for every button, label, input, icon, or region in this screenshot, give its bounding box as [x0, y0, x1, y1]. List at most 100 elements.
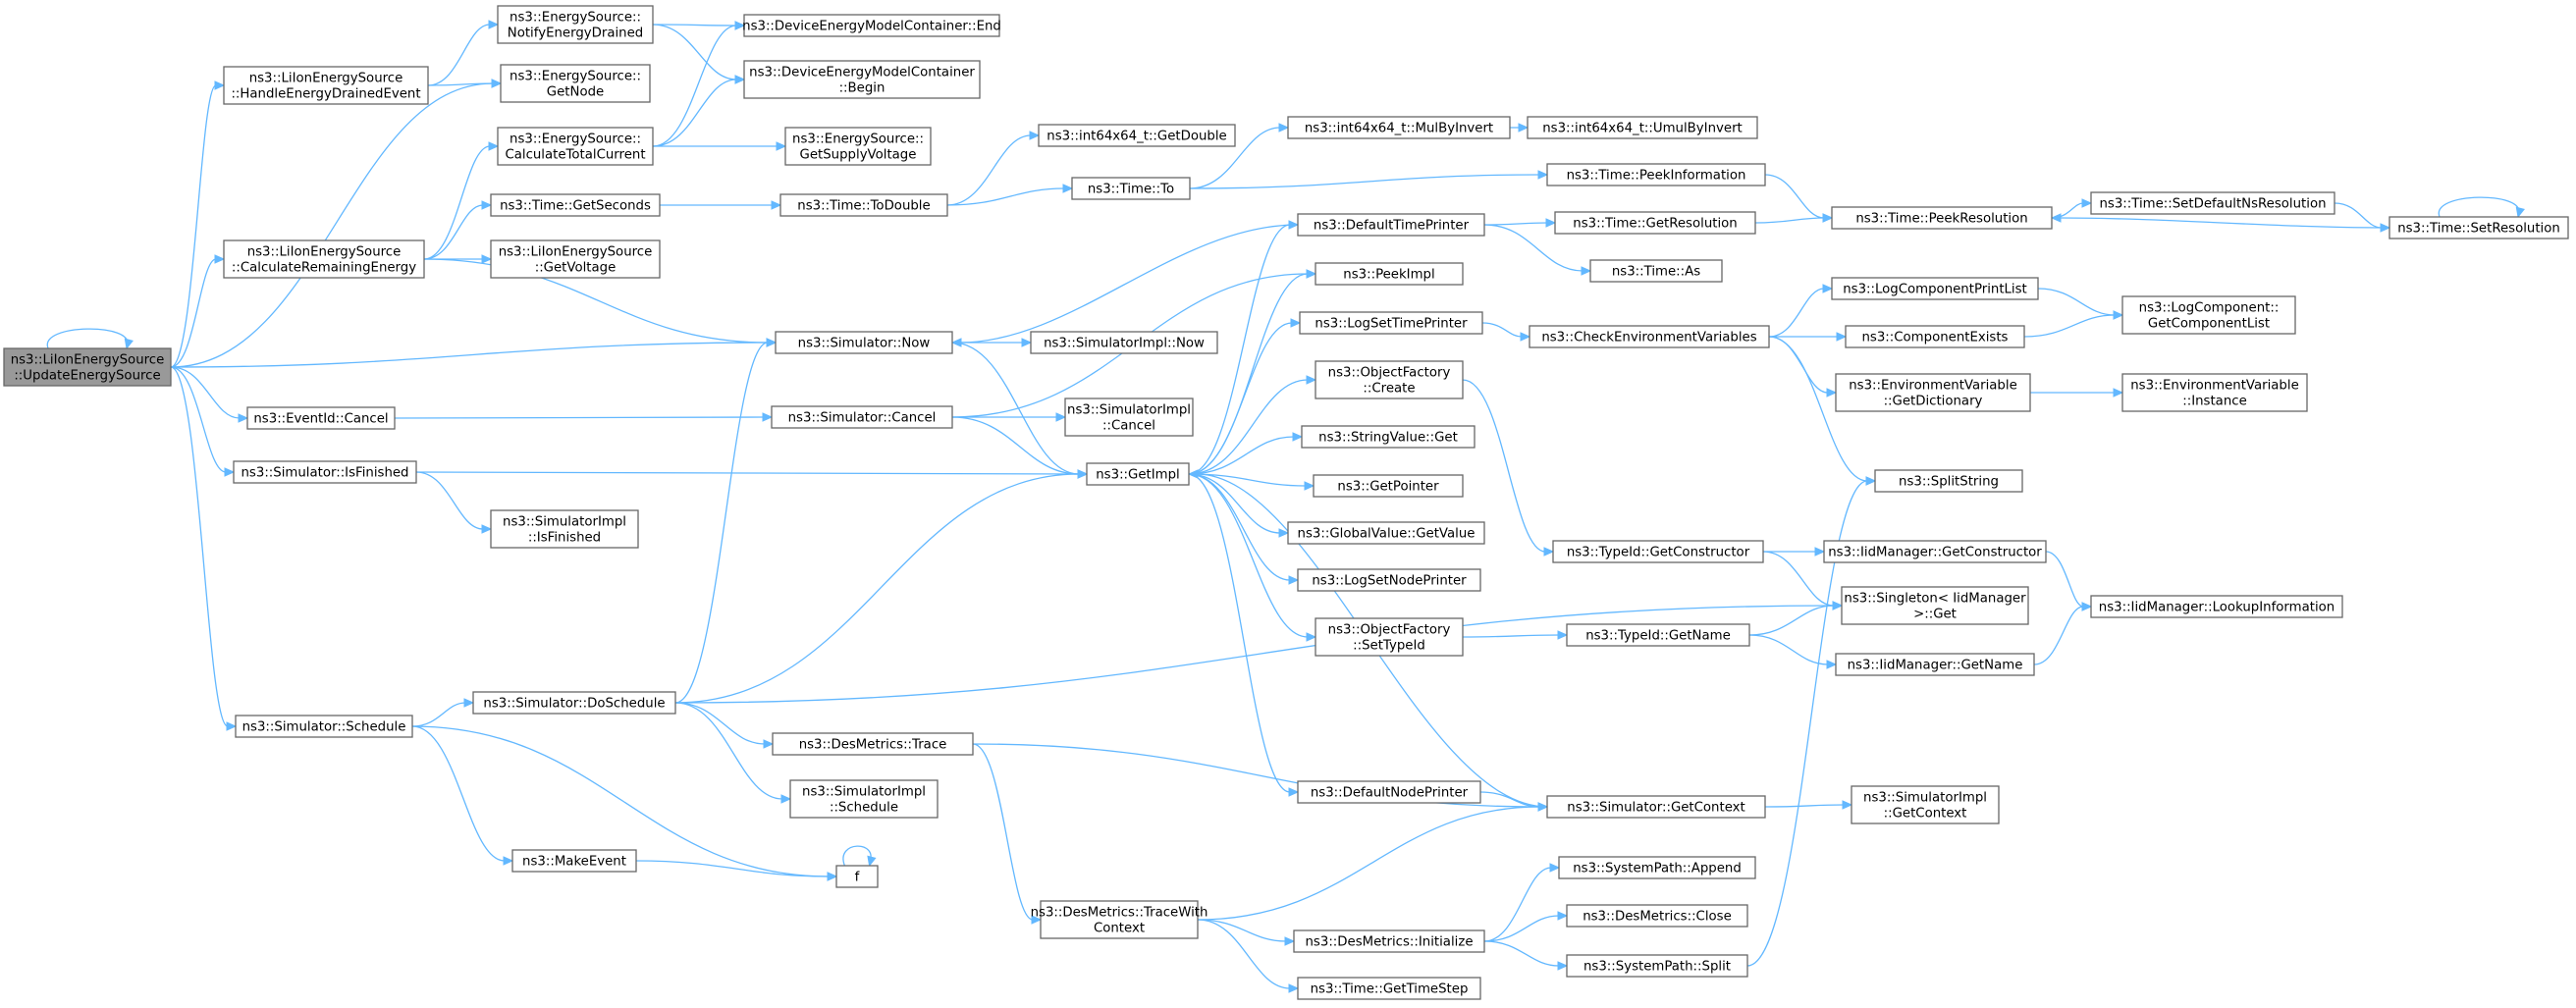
node-iid-lookup-information[interactable]: ns3::IidManager::LookupInformation — [2090, 595, 2343, 618]
node-label: ns3::Simulator::DoSchedule — [483, 697, 665, 712]
node-sim-impl-cancel[interactable]: ns3::SimulatorImpl::Cancel — [1064, 398, 1194, 437]
node-label: ns3::DefaultTimePrinter — [1314, 219, 1470, 234]
node-time-get-time-step[interactable]: ns3::Time::GetTimeStep — [1297, 977, 1481, 1000]
node-split-string[interactable]: ns3::SplitString — [1874, 469, 2023, 493]
node-system-path-split[interactable]: ns3::SystemPath::Split — [1566, 954, 1748, 978]
node-update-energy-source[interactable]: ns3::LiIonEnergySource::UpdateEnergySour… — [3, 347, 172, 387]
node-get-supply-voltage[interactable]: ns3::EnergySource::GetSupplyVoltage — [784, 127, 932, 166]
edge-check-environment-variables-to-log-component-print-list-arrowhead — [1822, 284, 1834, 293]
node-sim-impl-schedule[interactable]: ns3::SimulatorImpl::Schedule — [789, 779, 939, 819]
node-event-id-cancel[interactable]: ns3::EventId::Cancel — [246, 406, 396, 430]
node-time-peek-information[interactable]: ns3::Time::PeekInformation — [1546, 163, 1766, 186]
node-time-to-double[interactable]: ns3::Time::ToDouble — [779, 193, 948, 217]
node-env-get-dictionary[interactable]: ns3::EnvironmentVariable::GetDictionary — [1835, 373, 2031, 412]
edge-get-impl-to-global-value-get-value-arrowhead — [1278, 528, 1290, 538]
node-object-factory-create[interactable]: ns3::ObjectFactory::Create — [1315, 360, 1464, 399]
edge-set-resolution-to-time-peek-resolution — [2050, 213, 2390, 229]
edge-f-to-f-line — [842, 845, 872, 867]
node-system-path-append[interactable]: ns3::SystemPath::Append — [1558, 856, 1756, 879]
node-des-metrics-close[interactable]: ns3::DesMetrics::Close — [1566, 904, 1748, 928]
node-type-id-get-constructor[interactable]: ns3::TypeId::GetConstructor — [1552, 540, 1764, 563]
node-label: ns3::Singleton< IidManager — [1844, 592, 2026, 607]
node-label: ns3::Simulator::Cancel — [788, 411, 937, 426]
node-label: ns3::Time::PeekInformation — [1567, 169, 1746, 184]
node-env-instance[interactable]: ns3::EnvironmentVariable::Instance — [2121, 373, 2308, 412]
node-log-set-node-printer[interactable]: ns3::LogSetNodePrinter — [1297, 568, 1481, 592]
node-make-event[interactable]: ns3::MakeEvent — [511, 849, 637, 873]
node-label: ::Schedule — [830, 801, 898, 816]
edge-default-time-printer-to-time-as-line — [1483, 224, 1583, 272]
node-des-metrics-trace[interactable]: ns3::DesMetrics::Trace — [772, 732, 974, 756]
node-time-get-resolution[interactable]: ns3::Time::GetResolution — [1554, 211, 1756, 235]
edge-component-exists-to-log-component-get-list — [2023, 310, 2124, 338]
node-label: ns3::IidManager::LookupInformation — [2099, 601, 2334, 615]
node-mul-by-invert[interactable]: ns3::int64x64_t::MulByInvert — [1287, 116, 1511, 139]
node-container-begin[interactable]: ns3::DeviceEnergyModelContainer::Begin — [743, 60, 981, 99]
node-notify-energy-drained[interactable]: ns3::EnergySource::NotifyEnergyDrained — [497, 5, 654, 44]
node-sim-cancel[interactable]: ns3::Simulator::Cancel — [771, 405, 953, 429]
node-peek-impl[interactable]: ns3::PeekImpl — [1315, 262, 1464, 286]
node-box — [775, 331, 953, 354]
node-log-set-time-printer[interactable]: ns3::LogSetTimePrinter — [1299, 311, 1483, 335]
node-umul-by-invert[interactable]: ns3::int64x64_t::UmulByInvert — [1527, 116, 1758, 139]
node-label: ns3::LiIonEnergySource — [499, 245, 653, 260]
node-label: ns3::Time::PeekResolution — [1855, 212, 2027, 227]
node-sim-impl-now[interactable]: ns3::SimulatorImpl::Now — [1030, 331, 1218, 354]
node-label: ns3::EventId::Cancel — [253, 412, 388, 427]
node-global-value-get-value[interactable]: ns3::GlobalValue::GetValue — [1287, 521, 1485, 545]
node-des-metrics-initialize[interactable]: ns3::DesMetrics::Initialize — [1293, 929, 1485, 953]
node-calculate-total-current[interactable]: ns3::EnergySource::CalculateTotalCurrent — [497, 127, 654, 166]
node-iid-get-name[interactable]: ns3::IidManager::GetName — [1835, 653, 2035, 676]
edge-des-metrics-trace-with-context-to-time-get-time-step-arrowhead — [1288, 983, 1300, 993]
node-label: ns3::LogSetTimePrinter — [1315, 317, 1468, 332]
edge-type-id-get-name-to-iid-get-name-arrowhead — [1826, 660, 1838, 669]
node-sim-now[interactable]: ns3::Simulator::Now — [775, 331, 953, 354]
node-set-resolution[interactable]: ns3::Time::SetResolution — [2388, 216, 2569, 239]
node-box — [1831, 277, 2039, 300]
node-container-end[interactable]: ns3::DeviceEnergyModelContainer::End — [742, 14, 1001, 37]
node-component-exists[interactable]: ns3::ComponentExists — [1845, 325, 2025, 348]
node-sim-impl-is-finished[interactable]: ns3::SimulatorImpl::IsFinished — [490, 509, 639, 549]
node-li-ion-get-voltage[interactable]: ns3::LiIonEnergySource::GetVoltage — [490, 239, 661, 279]
edge-check-environment-variables-to-log-component-print-list — [1768, 284, 1834, 338]
node-time-as[interactable]: ns3::Time::As — [1589, 259, 1723, 283]
node-log-component-print-list[interactable]: ns3::LogComponentPrintList — [1831, 277, 2039, 300]
node-box — [2090, 595, 2343, 618]
node-int64-get-double[interactable]: ns3::int64x64_t::GetDouble — [1038, 124, 1236, 147]
node-time-peek-resolution[interactable]: ns3::Time::PeekResolution — [1831, 206, 2053, 230]
node-type-id-get-name[interactable]: ns3::TypeId::GetName — [1566, 623, 1750, 647]
node-default-node-printer[interactable]: ns3::DefaultNodePrinter — [1297, 780, 1481, 804]
node-label: ns3::ObjectFactory — [1328, 366, 1451, 381]
edge-des-metrics-initialize-to-des-metrics-close — [1483, 911, 1569, 942]
node-time-get-seconds[interactable]: ns3::Time::GetSeconds — [490, 193, 661, 217]
edge-log-set-time-printer-to-check-environment-variables-arrowhead — [1520, 332, 1531, 342]
node-string-value-get[interactable]: ns3::StringValue::Get — [1301, 425, 1476, 449]
node-object-factory-set-type-id[interactable]: ns3::ObjectFactory::SetTypeId — [1315, 617, 1464, 657]
node-get-pointer[interactable]: ns3::GetPointer — [1313, 474, 1464, 498]
edge-update-energy-source-to-sim-is-finished — [170, 366, 236, 477]
node-sim-schedule[interactable]: ns3::Simulator::Schedule — [235, 715, 413, 738]
node-default-time-printer[interactable]: ns3::DefaultTimePrinter — [1297, 213, 1485, 237]
node-set-default-ns-resolution[interactable]: ns3::Time::SetDefaultNsResolution — [2090, 191, 2335, 215]
edge-time-peek-information-to-time-peek-resolution — [1764, 174, 1834, 223]
node-log-component-get-list[interactable]: ns3::LogComponent::GetComponentList — [2121, 295, 2296, 335]
node-box — [497, 127, 654, 166]
node-iid-get-constructor[interactable]: ns3::IidManager::GetConstructor — [1823, 540, 2047, 563]
node-f[interactable]: f — [835, 865, 879, 888]
node-handle-energy-drained-event[interactable]: ns3::LiIonEnergySource::HandleEnergyDrai… — [223, 66, 429, 105]
node-get-node[interactable]: ns3::EnergySource::GetNode — [500, 64, 651, 103]
node-sim-impl-get-context[interactable]: ns3::SimulatorImpl::GetContext — [1851, 785, 2000, 824]
node-singleton-get[interactable]: ns3::Singleton< IidManager>::Get — [1841, 586, 2029, 625]
node-get-impl[interactable]: ns3::GetImpl — [1086, 462, 1190, 486]
node-sim-is-finished[interactable]: ns3::Simulator::IsFinished — [233, 460, 417, 484]
node-sim-get-context[interactable]: ns3::Simulator::GetContext — [1546, 795, 1766, 819]
edge-sim-get-context-to-sim-impl-get-context — [1764, 800, 1853, 810]
node-sim-do-schedule[interactable]: ns3::Simulator::DoSchedule — [472, 691, 676, 715]
node-time-to[interactable]: ns3::Time::To — [1071, 177, 1191, 200]
edge-mul-by-invert-to-umul-by-invert — [1510, 123, 1530, 133]
node-calculate-remaining-energy[interactable]: ns3::LiIonEnergySource::CalculateRemaini… — [223, 239, 425, 279]
edge-update-energy-source-to-sim-schedule-line — [170, 366, 229, 727]
edge-time-to-to-time-peek-information-line — [1189, 174, 1540, 189]
node-check-environment-variables[interactable]: ns3::CheckEnvironmentVariables — [1529, 325, 1770, 348]
